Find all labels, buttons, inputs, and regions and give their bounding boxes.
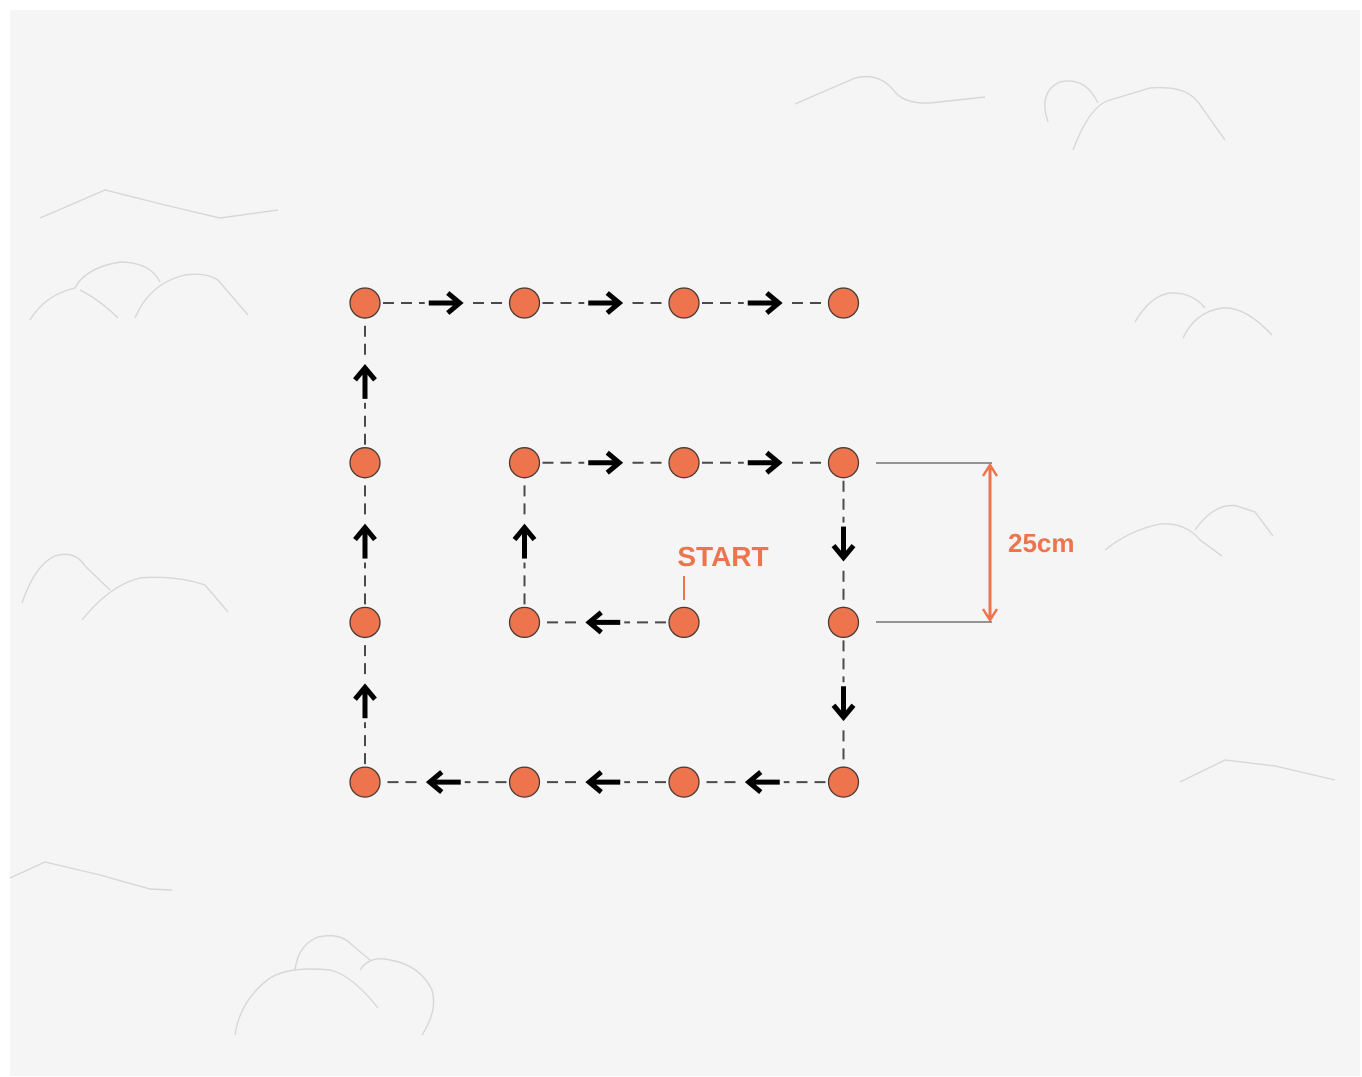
terrain-line: [134, 273, 249, 319]
direction-arrow-icon: [743, 291, 786, 315]
start-marker: START: [677, 541, 769, 600]
cone: [349, 606, 381, 639]
direction-arrow-icon: [582, 770, 625, 795]
terrain-line: [794, 75, 986, 105]
background-panel: [10, 10, 1360, 1076]
direction-arrow-icon: [743, 450, 786, 475]
cone: [349, 287, 381, 319]
terrain-line: [1072, 86, 1226, 151]
cone: [827, 766, 860, 798]
direction-arrow-icon: [831, 682, 856, 725]
terrain-line: [21, 553, 111, 604]
cone: [827, 447, 860, 479]
start-label: START: [677, 541, 768, 572]
terrain-line: [1182, 307, 1273, 339]
terrain-line: [1179, 759, 1336, 783]
direction-arrows: [353, 291, 856, 795]
terrain-line: [359, 958, 435, 1036]
background-terrain-sketches: [9, 75, 1336, 1036]
cone: [508, 447, 541, 479]
direction-arrow-icon: [741, 770, 784, 795]
cone: [349, 766, 381, 798]
direction-arrow-icon: [584, 291, 627, 315]
terrain-line: [1134, 292, 1206, 323]
terrain-line: [79, 289, 119, 319]
dimension-arrowhead-top: [981, 462, 999, 477]
distance-dimension: 25cm: [876, 462, 1075, 623]
direction-arrow-icon: [353, 520, 377, 563]
cones: [349, 287, 860, 798]
terrain-line: [1044, 80, 1099, 123]
distance-label: 25cm: [1008, 528, 1075, 558]
terrain-line: [39, 189, 279, 219]
terrain-line: [29, 261, 161, 321]
direction-arrow-icon: [512, 520, 537, 563]
cone: [349, 447, 381, 479]
cone: [827, 606, 860, 639]
direction-arrow-icon: [353, 360, 377, 403]
direction-arrow-icon: [582, 610, 625, 635]
cone: [827, 287, 860, 319]
direction-arrow-icon: [584, 450, 627, 475]
start-cone: [668, 606, 700, 639]
terrain-line: [1194, 504, 1274, 537]
direction-arrow-icon: [422, 770, 465, 795]
direction-arrow-icon: [831, 522, 856, 565]
dimension-arrowhead-bottom: [981, 608, 999, 623]
direction-arrow-icon: [424, 291, 467, 315]
terrain-line: [234, 968, 379, 1036]
terrain-line: [81, 576, 229, 621]
terrain-line: [294, 934, 371, 971]
cone: [668, 766, 700, 798]
terrain-line: [1104, 523, 1223, 557]
cone: [508, 287, 541, 319]
direction-arrow-icon: [353, 680, 377, 723]
cone: [508, 766, 541, 798]
cone: [668, 447, 700, 479]
cone: [508, 606, 541, 639]
terrain-line: [9, 861, 173, 891]
cone: [668, 287, 700, 319]
